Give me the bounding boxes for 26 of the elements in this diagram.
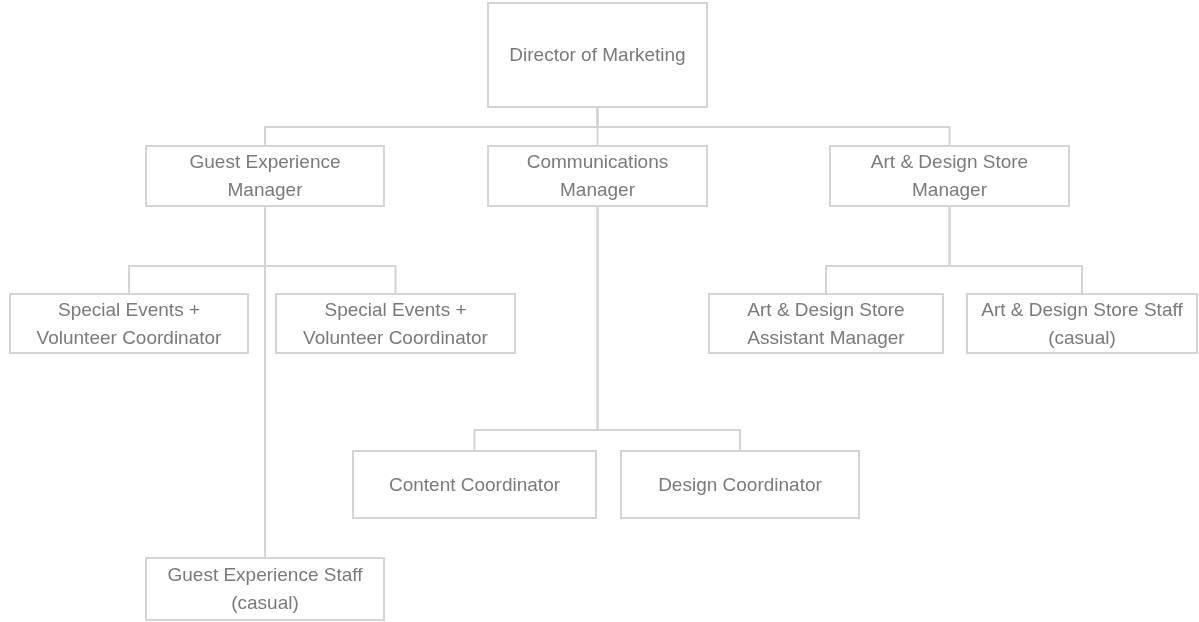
role-title: Special Events + Volunteer Coordinator xyxy=(302,297,489,350)
role-box xyxy=(829,145,1070,207)
role-title: Art & Design Store Manager xyxy=(869,150,1030,202)
role-title: Communications Manager xyxy=(525,150,670,202)
role-box xyxy=(9,293,249,354)
role-title: Content Coordinator xyxy=(388,472,561,497)
connector-line xyxy=(948,206,1083,294)
role-title: Art & Design Store Assistant Manager xyxy=(746,297,906,350)
role-title: Special Events + Volunteer Coordinator xyxy=(35,297,223,350)
role-title: Guest Experience Manager xyxy=(188,150,342,202)
role-box xyxy=(966,293,1198,354)
role-box xyxy=(275,293,516,354)
role-box xyxy=(352,450,597,519)
role-box xyxy=(145,145,385,207)
role-box xyxy=(487,2,708,108)
role-title: Art & Design Store Staff (casual) xyxy=(980,297,1184,350)
role-title: Design Coordinator xyxy=(658,472,822,497)
role-box xyxy=(620,450,860,519)
role-box xyxy=(708,293,944,354)
role-box xyxy=(487,145,708,207)
connector-line xyxy=(596,107,951,146)
connector-line xyxy=(596,206,741,451)
role-title: Director of Marketing xyxy=(509,43,686,67)
role-box xyxy=(145,557,385,621)
connector-line xyxy=(264,206,266,558)
role-title: Guest Experience Staff (casual) xyxy=(166,563,364,615)
